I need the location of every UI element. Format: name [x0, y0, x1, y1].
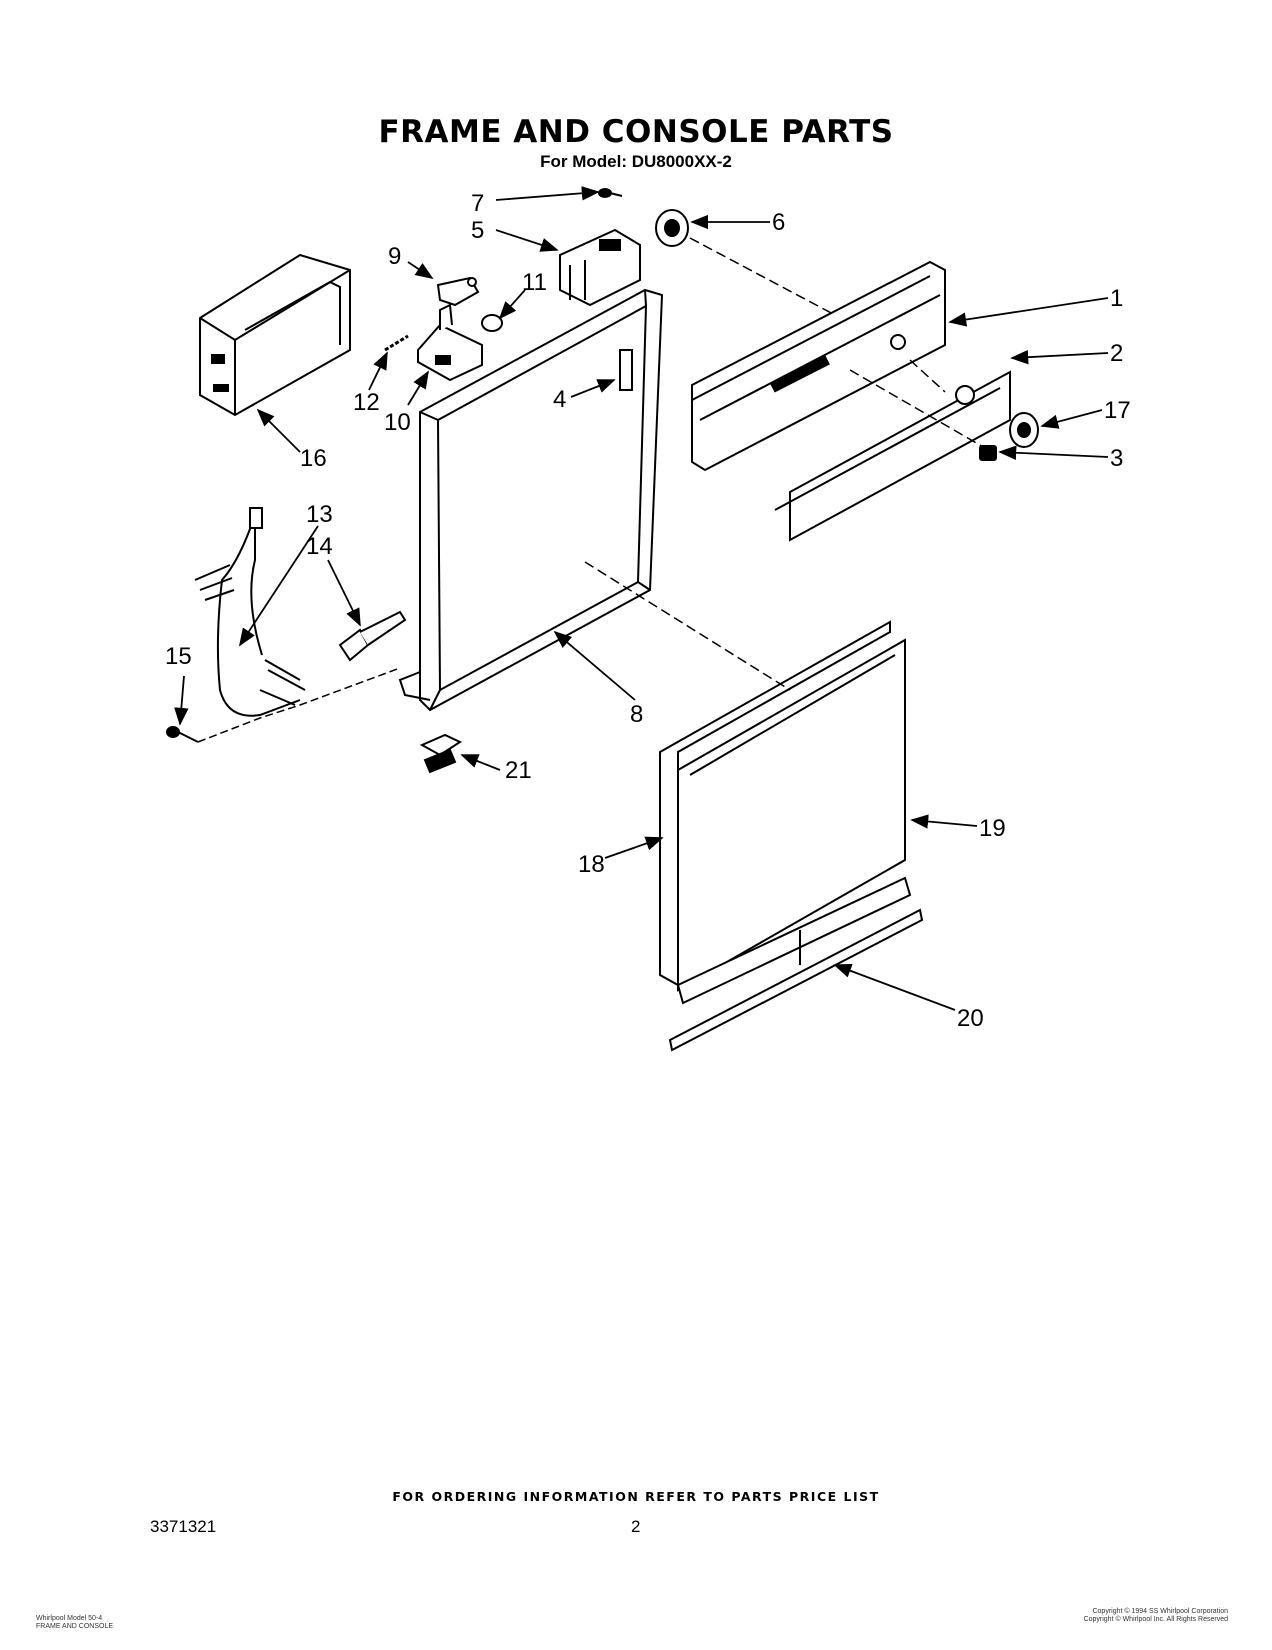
callout-1: 1	[1110, 285, 1123, 312]
part-5-latch	[559, 228, 641, 307]
callout-18: 18	[578, 851, 605, 878]
callout-11: 11	[522, 269, 547, 296]
model-subtitle: For Model: DU8000XX-2	[540, 152, 732, 171]
part-3-button	[979, 445, 997, 461]
part-7-screw	[598, 188, 623, 198]
callout-15: 15	[165, 643, 192, 670]
small-print-right-line1: Copyright © 1994 SS Whirlpool Corporatio…	[1092, 1608, 1228, 1615]
part-18-door-panel-back	[659, 620, 891, 987]
callout-19: 19	[979, 815, 1006, 842]
callout-10: 10	[384, 409, 411, 436]
callout-4: 4	[553, 386, 566, 413]
part-2-panel-overlay	[774, 370, 1011, 542]
small-print-left-line2: FRAME AND CONSOLE	[36, 1623, 114, 1630]
part-9-switch	[436, 276, 480, 307]
small-print-right: Copyright © 1994 SS Whirlpool Corporatio…	[1000, 1608, 1228, 1624]
callout-labels: 1 2 3 4 5 6 7 8 9 10 11 12 13 14 15 16 1…	[165, 190, 1131, 1032]
page-number: 2	[631, 1517, 641, 1536]
callout-13: 13	[306, 501, 333, 528]
small-print-left: Whirlpool Model 50-4 FRAME AND CONSOLE	[36, 1615, 113, 1631]
part-19-door-panel-front	[677, 638, 906, 992]
part-10-bracket	[417, 303, 483, 382]
callout-9: 9	[388, 243, 401, 270]
document-number: 3371321	[150, 1517, 217, 1536]
small-print-right-line2: Copyright © Whirlpool Inc. All Rights Re…	[1083, 1616, 1228, 1623]
part-1-console-panel	[691, 260, 946, 472]
part-11-nut	[481, 314, 503, 332]
callout-17: 17	[1104, 397, 1131, 424]
part-14-sensor	[338, 610, 407, 662]
part-8-door-frame	[398, 288, 664, 712]
part-15-screw	[166, 726, 199, 743]
callout-2: 2	[1110, 340, 1123, 367]
part-20-kick-plate	[668, 876, 924, 1052]
page-title: FRAME AND CONSOLE PARTS	[378, 114, 894, 150]
part-13-wire-harness	[194, 507, 306, 717]
small-print-left-line1: Whirlpool Model 50-4	[36, 1615, 103, 1622]
callout-8: 8	[630, 701, 643, 728]
callout-5: 5	[471, 217, 484, 244]
callout-16: 16	[300, 445, 327, 472]
callout-leaders	[174, 186, 1109, 1011]
part-16-junction-box	[199, 253, 351, 417]
callout-6: 6	[772, 209, 785, 236]
callout-12: 12	[353, 389, 380, 416]
assembly-guide-lines	[584, 237, 986, 691]
callout-21: 21	[505, 757, 532, 784]
ground-wire	[197, 667, 401, 743]
part-6-knob	[655, 209, 689, 247]
callout-7: 7	[471, 190, 484, 217]
part-17-knob	[1009, 412, 1039, 448]
ordering-note: FOR ORDERING INFORMATION REFER TO PARTS …	[392, 1489, 880, 1504]
callout-3: 3	[1110, 445, 1123, 472]
callout-20: 20	[957, 1005, 984, 1032]
part-21-clip	[419, 733, 463, 774]
callout-14: 14	[306, 533, 333, 560]
part-12-screw	[384, 334, 409, 352]
